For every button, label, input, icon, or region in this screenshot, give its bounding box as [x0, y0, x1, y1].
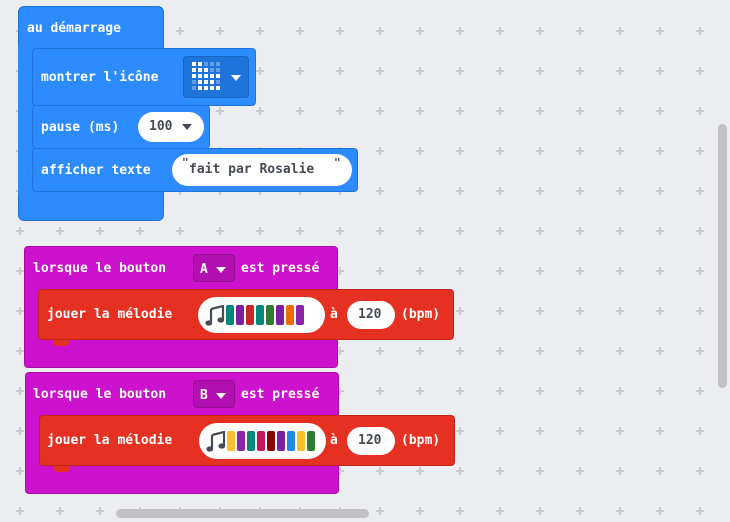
- melody-note: [276, 305, 284, 325]
- button-a-value: A: [200, 262, 208, 277]
- block-notch: [53, 340, 69, 346]
- show-icon-label: montrer l'icône: [41, 70, 159, 85]
- button-b-dropdown[interactable]: B: [193, 380, 235, 408]
- at-label: à: [330, 307, 338, 322]
- pause-label: pause (ms): [41, 120, 120, 135]
- block-notch: [47, 192, 63, 198]
- on-button-label: lorsque le bouton: [33, 387, 167, 402]
- music-note-icon: [205, 305, 225, 326]
- on-button-label: lorsque le bouton: [33, 261, 167, 276]
- chevron-down-icon: [182, 124, 192, 130]
- melody-note: [287, 431, 295, 451]
- pause-duration-value: 100: [149, 119, 173, 134]
- melody-note: [267, 431, 275, 451]
- heart-icon: [192, 62, 220, 90]
- pause-duration-dropdown[interactable]: 100: [138, 112, 204, 142]
- text-value: fait par Rosalie: [189, 162, 315, 177]
- open-quote: ": [182, 156, 189, 169]
- pause-block[interactable]: pause (ms) 100: [32, 105, 210, 155]
- show-string-label: afficher texte: [41, 163, 151, 178]
- block-notch: [54, 466, 70, 472]
- play-melody-a-block[interactable]: jouer la mélodie à 120 (bpm): [38, 289, 454, 346]
- melody-note: [256, 305, 264, 325]
- play-melody-label: jouer la mélodie: [47, 307, 173, 322]
- bpm-label: (bpm): [401, 307, 441, 322]
- vertical-scrollbar[interactable]: [718, 124, 727, 388]
- chevron-down-icon: [216, 267, 226, 273]
- chevron-down-icon: [231, 75, 241, 81]
- at-label: à: [330, 433, 338, 448]
- melody-note: [277, 431, 285, 451]
- melody-note: [257, 431, 265, 451]
- icon-picker-dropdown[interactable]: [183, 56, 249, 98]
- melody-note: [297, 431, 305, 451]
- tempo-value: 120: [358, 433, 382, 448]
- on-start-label: au démarrage: [27, 21, 121, 36]
- on-start-mouth: [18, 45, 32, 194]
- tempo-input[interactable]: 120: [347, 301, 395, 329]
- tempo-value: 120: [358, 307, 382, 322]
- melody-note: [266, 305, 274, 325]
- melody-editor-a[interactable]: [198, 297, 325, 333]
- pressed-label: est pressé: [241, 261, 320, 276]
- chevron-down-icon: [216, 393, 226, 399]
- play-melody-b-block[interactable]: jouer la mélodie à 120 (bpm): [39, 415, 455, 472]
- melody-note: [286, 305, 294, 325]
- pressed-label: est pressé: [241, 387, 320, 402]
- melody-editor-b[interactable]: [199, 423, 326, 459]
- play-melody-label: jouer la mélodie: [47, 433, 173, 448]
- melody-note: [226, 305, 234, 325]
- show-string-block[interactable]: afficher texte " fait par Rosalie ": [32, 148, 358, 198]
- close-quote: ": [334, 156, 341, 169]
- melody-note: [237, 431, 245, 451]
- button-b-value: B: [200, 388, 208, 403]
- tempo-input[interactable]: 120: [347, 427, 395, 455]
- button-a-dropdown[interactable]: A: [193, 254, 235, 282]
- melody-note: [246, 305, 254, 325]
- horizontal-scrollbar[interactable]: [116, 509, 369, 518]
- melody-note: [247, 431, 255, 451]
- melody-note: [296, 305, 304, 325]
- melody-note: [307, 431, 315, 451]
- bpm-label: (bpm): [401, 433, 441, 448]
- music-note-icon: [206, 431, 226, 452]
- show-icon-block[interactable]: montrer l'icône: [32, 48, 256, 112]
- melody-note: [227, 431, 235, 451]
- melody-note: [236, 305, 244, 325]
- text-input[interactable]: " fait par Rosalie ": [172, 154, 352, 186]
